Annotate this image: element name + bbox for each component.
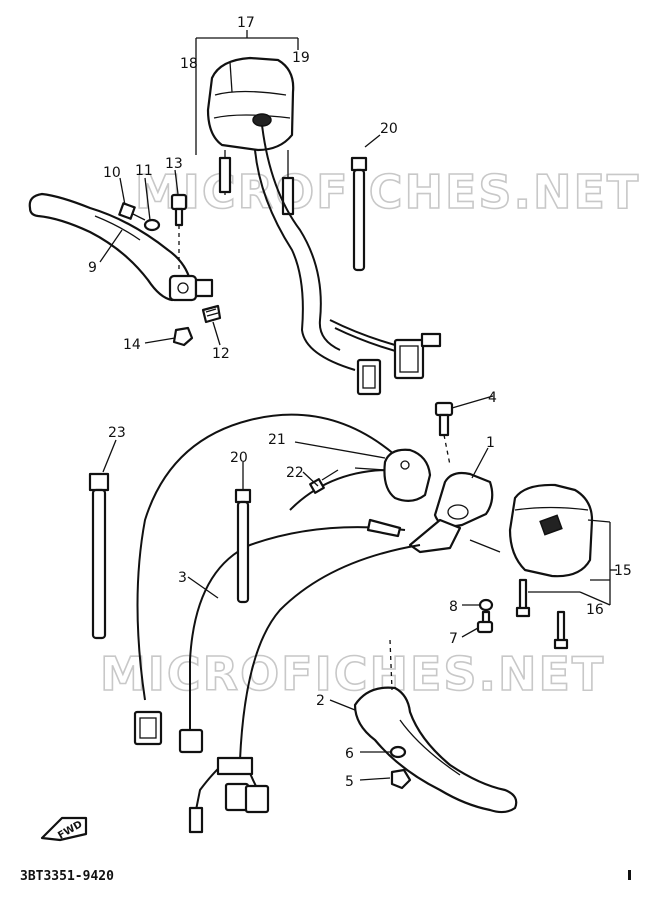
callout-14: 14 [123, 337, 141, 353]
screws-16 [515, 578, 611, 650]
cable-tie-23 [88, 439, 117, 640]
callout-leaders [99, 169, 494, 781]
callout-2: 2 [316, 693, 325, 709]
callout-18: 18 [180, 56, 198, 72]
washer-6 [389, 745, 407, 759]
callout-20-top: 20 [380, 121, 398, 137]
callout-16: 16 [586, 602, 604, 618]
switch-housing-15 [508, 483, 611, 581]
cable-tie-20-top [350, 134, 381, 272]
washer-11 [143, 218, 161, 232]
spring-12 [201, 304, 222, 324]
cable-tie-20-bottom [234, 488, 252, 604]
cable-3 [178, 518, 406, 754]
callout-7: 7 [449, 631, 458, 647]
watermark-bottom: MICROFICHES.NET [100, 647, 605, 701]
wire-loop-left [133, 413, 396, 746]
screw-7 [476, 610, 494, 634]
lever-2 [353, 686, 518, 814]
callout-8: 8 [449, 599, 458, 615]
pivot-line [469, 539, 501, 553]
callout-21: 21 [268, 432, 286, 448]
corner-mark [628, 870, 631, 880]
callout-23: 23 [108, 425, 126, 441]
pivot-dashed [389, 639, 393, 691]
callout-12: 12 [212, 346, 230, 362]
lever-9 [28, 192, 214, 302]
callout-11: 11 [135, 163, 153, 179]
callout-20-bottom: 20 [230, 450, 248, 466]
callout-3: 3 [178, 570, 187, 586]
callout-13: 13 [165, 156, 183, 172]
bolt-10 [118, 202, 146, 221]
nut-14 [172, 326, 194, 347]
bracket-15 [609, 522, 617, 605]
callout-4: 4 [488, 390, 497, 406]
wire-harness-bottom [188, 544, 421, 834]
washer-8 [478, 598, 494, 612]
callout-19: 19 [292, 50, 310, 66]
nut-5 [390, 768, 412, 790]
fwd-arrow: FWD [40, 816, 88, 842]
watermark-top: MICROFICHES.NET [135, 165, 640, 219]
callout-10: 10 [103, 165, 121, 181]
pivot-bolt-13 [170, 193, 188, 270]
callout-5: 5 [345, 774, 354, 790]
lever-holder-1 [408, 471, 494, 554]
callout-labels: 1 2 3 4 5 6 7 8 9 10 11 12 13 14 15 16 1… [88, 15, 632, 790]
callout-1: 1 [486, 435, 495, 451]
callout-6: 6 [345, 746, 354, 762]
callout-15: 15 [614, 563, 632, 579]
bolt-4 [434, 401, 454, 466]
callout-17: 17 [237, 15, 255, 31]
callout-22: 22 [286, 465, 304, 481]
switch-half-21 [354, 448, 432, 502]
callout-9: 9 [88, 260, 97, 276]
diagram-code: 3BT3351-9420 [20, 869, 114, 884]
bracket-17 [195, 30, 299, 155]
wire-harness-top [254, 124, 442, 396]
screw-22 [309, 469, 339, 494]
